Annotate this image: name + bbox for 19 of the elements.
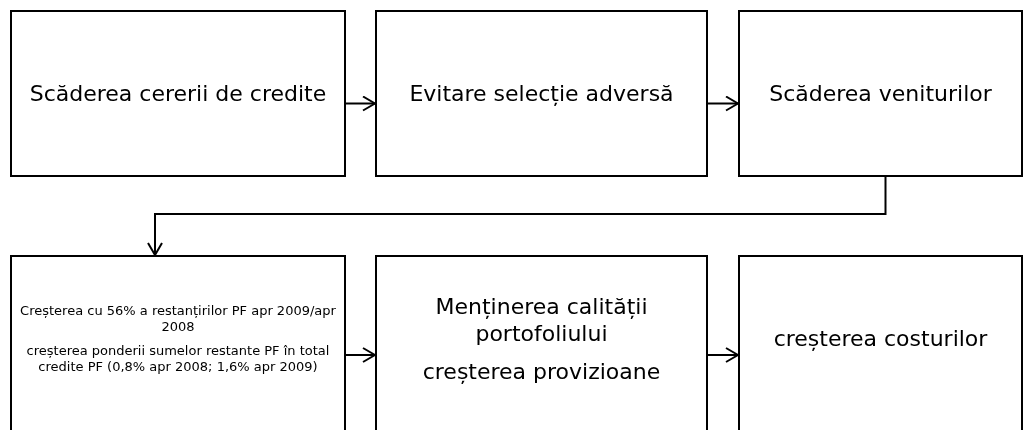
box-text: creșterea costurilor bbox=[773, 325, 988, 353]
process-box bbox=[738, 255, 1023, 430]
process-box bbox=[375, 255, 708, 430]
process-box bbox=[738, 10, 1023, 177]
box-text: Creșterea cu 56% a restanțirilor PF apr 2009/apr 2008 bbox=[20, 302, 336, 335]
arrow bbox=[345, 347, 376, 363]
arrow bbox=[147, 176, 887, 256]
box-text: Evitare selecție adversă bbox=[409, 79, 674, 108]
box-text: Menținerea calității portofoliului bbox=[434, 292, 649, 348]
box-text: creșterea provizioane bbox=[422, 357, 661, 386]
process-box bbox=[10, 255, 346, 430]
process-box bbox=[10, 10, 346, 177]
box-text: Scăderea veniturilor bbox=[769, 79, 992, 108]
box-text: Scăderea cererii de credite bbox=[29, 79, 327, 108]
box-text: creșterea ponderii sumelor restante PF în total credite PF (0,8% apr 2008; 1,6% apr 2009) bbox=[25, 343, 331, 376]
process-box bbox=[375, 10, 708, 177]
arrow bbox=[707, 347, 739, 363]
arrow bbox=[707, 95, 739, 112]
arrow bbox=[345, 95, 376, 112]
